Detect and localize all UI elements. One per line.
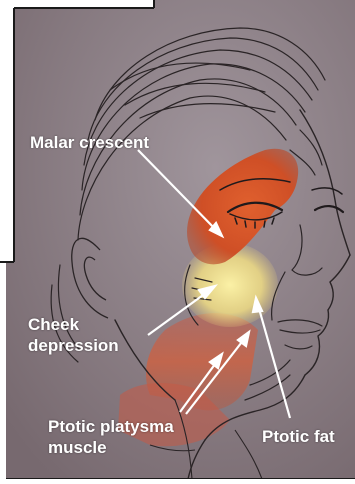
label-cheek-depression-line1: Cheek (28, 314, 119, 335)
page-margin (0, 0, 14, 262)
page-margin-top (14, 0, 154, 8)
label-ptotic-fat: Ptotic fat (262, 426, 335, 447)
label-ptotic-platysma: Ptotic platysma muscle (48, 416, 174, 458)
label-malar-crescent: Malar crescent (30, 132, 149, 153)
label-cheek-depression: Cheek depression (28, 314, 119, 356)
label-ptotic-platysma-line1: Ptotic platysma (48, 416, 174, 437)
label-cheek-depression-line2: depression (28, 335, 119, 356)
label-ptotic-platysma-line2: muscle (48, 437, 174, 458)
